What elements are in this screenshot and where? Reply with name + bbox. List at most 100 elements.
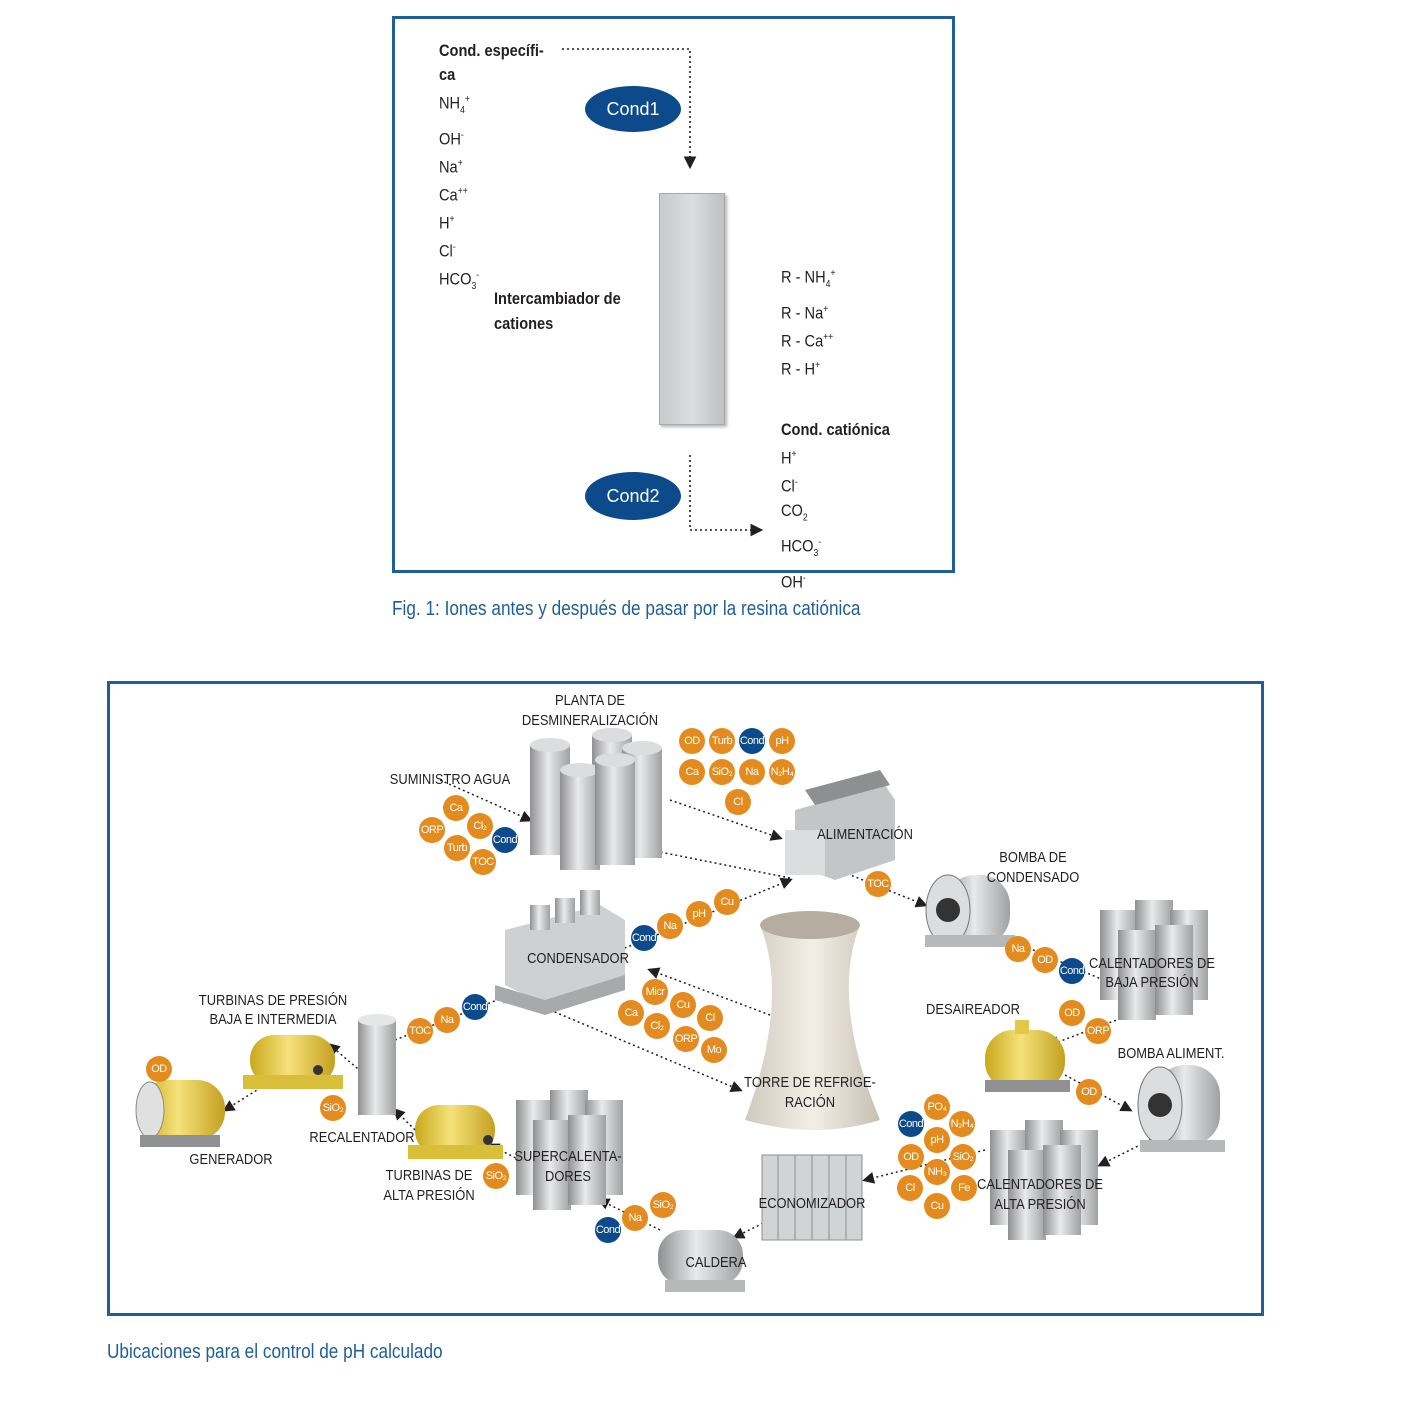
- superheaters-icon: [516, 1090, 623, 1210]
- ion-resin_ions-1: R - Na+: [781, 303, 829, 323]
- cond2-sensor: Cond2: [585, 472, 681, 520]
- ion-inlet_ions-2: Na+: [439, 157, 463, 177]
- badge-cooling-6: Mo: [701, 1037, 727, 1063]
- badge-cooling-1: Ca: [618, 1000, 644, 1026]
- condenser-icon: [495, 890, 625, 1015]
- flow-demin-to-feed: [669, 799, 783, 841]
- condensate-pump-label-2: CONDENSADO: [986, 869, 1080, 886]
- cond1-sensor: Cond1: [585, 86, 681, 132]
- ion-outlet_ions-0: H+: [781, 448, 797, 468]
- badge-reheater_in-0: SiO₂: [320, 1095, 346, 1121]
- hp-heaters-label-2: ALTA PRESIÓN: [994, 1196, 1086, 1213]
- inlet-label-line2: ca: [439, 65, 456, 84]
- badge-hp_out-0: PO₄: [924, 1094, 950, 1120]
- badge-hp_out-3: pH: [924, 1127, 950, 1153]
- badge-hp_out-5: NH₃: [924, 1159, 950, 1185]
- flow-pump-to-lpheaters: [1009, 939, 1118, 987]
- badge-supply-1: ORP: [419, 817, 445, 843]
- flow-boiler-to-superheaters: [597, 1198, 661, 1231]
- cooling-tower-icon: [745, 911, 880, 1130]
- demin-label-1: PLANTA DE: [554, 692, 626, 709]
- badge-supply-5: TOC: [470, 849, 496, 875]
- feed-label: ALIMENTACIÓN: [817, 826, 913, 843]
- badge-supply-4: Turb: [444, 835, 470, 861]
- figure-2-frame: [107, 681, 1264, 1316]
- flow-condenser-to-tower: [549, 1009, 743, 1093]
- hp-heaters-icon: [990, 1120, 1098, 1240]
- lp-turbine-icon: [243, 1035, 343, 1089]
- lp-heaters-icon: [1100, 900, 1208, 1020]
- badge-cooling-0: Micr: [642, 979, 668, 1005]
- condenser-label: CONDENSADOR: [527, 950, 629, 967]
- deaerator-icon: [985, 1020, 1070, 1092]
- lp-turbines-label-1: TURBINAS DE PRESIÓN: [198, 992, 348, 1009]
- figure-1-frame: [392, 16, 955, 573]
- badge-demin-8: Cl: [725, 789, 751, 815]
- badge-pump_out-0: Na: [1005, 936, 1031, 962]
- badge-to_condenser-1: Na: [434, 1007, 460, 1033]
- lp-heaters-label-2: BAJA PRESIÓN: [1105, 974, 1199, 991]
- badge-hp_out-7: Cl: [897, 1175, 923, 1201]
- feed-pump-icon: [1137, 1065, 1225, 1152]
- flow-hpturb-to-reheater: [392, 1107, 416, 1131]
- badge-demin-3: pH: [769, 728, 795, 754]
- badge-cooling-2: Cu: [670, 992, 696, 1018]
- badge-boiler_out-1: Na: [622, 1205, 648, 1231]
- ion-inlet_ions-6: HCO3-: [439, 269, 480, 293]
- ion-outlet_ions-4: OH-: [781, 572, 806, 592]
- badge-boiler_out-2: SiO₂: [650, 1192, 676, 1218]
- badge-lp_out-0: OD: [1059, 1000, 1085, 1026]
- ion-resin_ions-3: R - H+: [781, 359, 821, 379]
- condensate-pump-icon: [925, 874, 1015, 947]
- flow-feed-to-demin: [647, 845, 791, 879]
- figure-1-caption: Fig. 1: Iones antes y después de pasar p…: [392, 598, 861, 620]
- figure-2-caption: Ubicaciones para el control de pH calcul…: [107, 1341, 443, 1363]
- badge-lp_out-1: ORP: [1085, 1018, 1111, 1044]
- badge-condenser_out-1: Na: [657, 913, 683, 939]
- hp-heaters-label-1: CALENTADORES DE: [977, 1176, 1103, 1193]
- badge-generator-0: OD: [146, 1056, 172, 1082]
- boiler-label: CALDERA: [685, 1254, 747, 1271]
- exchanger-label-line1: Intercambiador de: [494, 289, 621, 308]
- badge-demin-5: SiO₂: [709, 759, 735, 785]
- badge-pump_out-2: Cond: [1059, 958, 1085, 984]
- badge-boiler_out-0: Cond: [595, 1217, 621, 1243]
- hp-turbine-icon: [408, 1105, 503, 1159]
- badge-hp_out-8: Fe: [951, 1175, 977, 1201]
- generator-label: GENERADOR: [189, 1151, 273, 1168]
- badge-demin-7: N₂H₄: [769, 759, 795, 785]
- badge-feed_out-0: TOC: [865, 871, 891, 897]
- badge-condenser_out-3: Cu: [714, 889, 740, 915]
- badge-to_condenser-2: Cond: [462, 994, 488, 1020]
- ion-resin_ions-0: R - NH4+: [781, 267, 836, 291]
- badge-hp_turb-0: SiO₂: [483, 1163, 509, 1189]
- badge-condenser_out-2: pH: [686, 901, 712, 927]
- badge-demin-0: OD: [679, 728, 705, 754]
- reheater-label: RECALENTADOR: [309, 1129, 415, 1146]
- flow-lp-to-deaerator: [1047, 1014, 1131, 1048]
- inlet-arrow: [562, 48, 697, 170]
- exchanger-label-line2: cationes: [494, 314, 554, 333]
- badge-hp_out-9: Cu: [924, 1193, 950, 1219]
- superheaters-label-1: SUPERCALENTA-: [514, 1148, 622, 1165]
- outlet-label: Cond. catiónica: [781, 420, 890, 439]
- demin-label-2: DESMINERALIZACIÓN: [521, 712, 659, 729]
- badge-supply-3: Cond: [492, 827, 518, 853]
- ion-resin_ions-2: R - Ca++: [781, 331, 834, 351]
- lp-heaters-label-1: CALENTADORES DE: [1089, 955, 1215, 972]
- ion-inlet_ions-4: H+: [439, 213, 455, 233]
- badge-hp_out-4: OD: [898, 1144, 924, 1170]
- badge-demin-2: Cond: [739, 728, 765, 754]
- ion-inlet_ions-3: Ca++: [439, 185, 468, 205]
- flow-supply-to-demin: [439, 779, 533, 822]
- demineralization-plant-icon: [530, 728, 662, 870]
- badge-condenser_out-0: Cond: [631, 925, 657, 951]
- inlet-ion-list: NH4+OH-Na+Ca++H+Cl-HCO3-: [439, 88, 486, 300]
- feed-pump-label: BOMBA ALIMENT.: [1117, 1045, 1225, 1062]
- ion-inlet_ions-1: OH-: [439, 129, 464, 149]
- outlet-arrow: [689, 455, 764, 537]
- reheater-icon: [358, 1014, 396, 1115]
